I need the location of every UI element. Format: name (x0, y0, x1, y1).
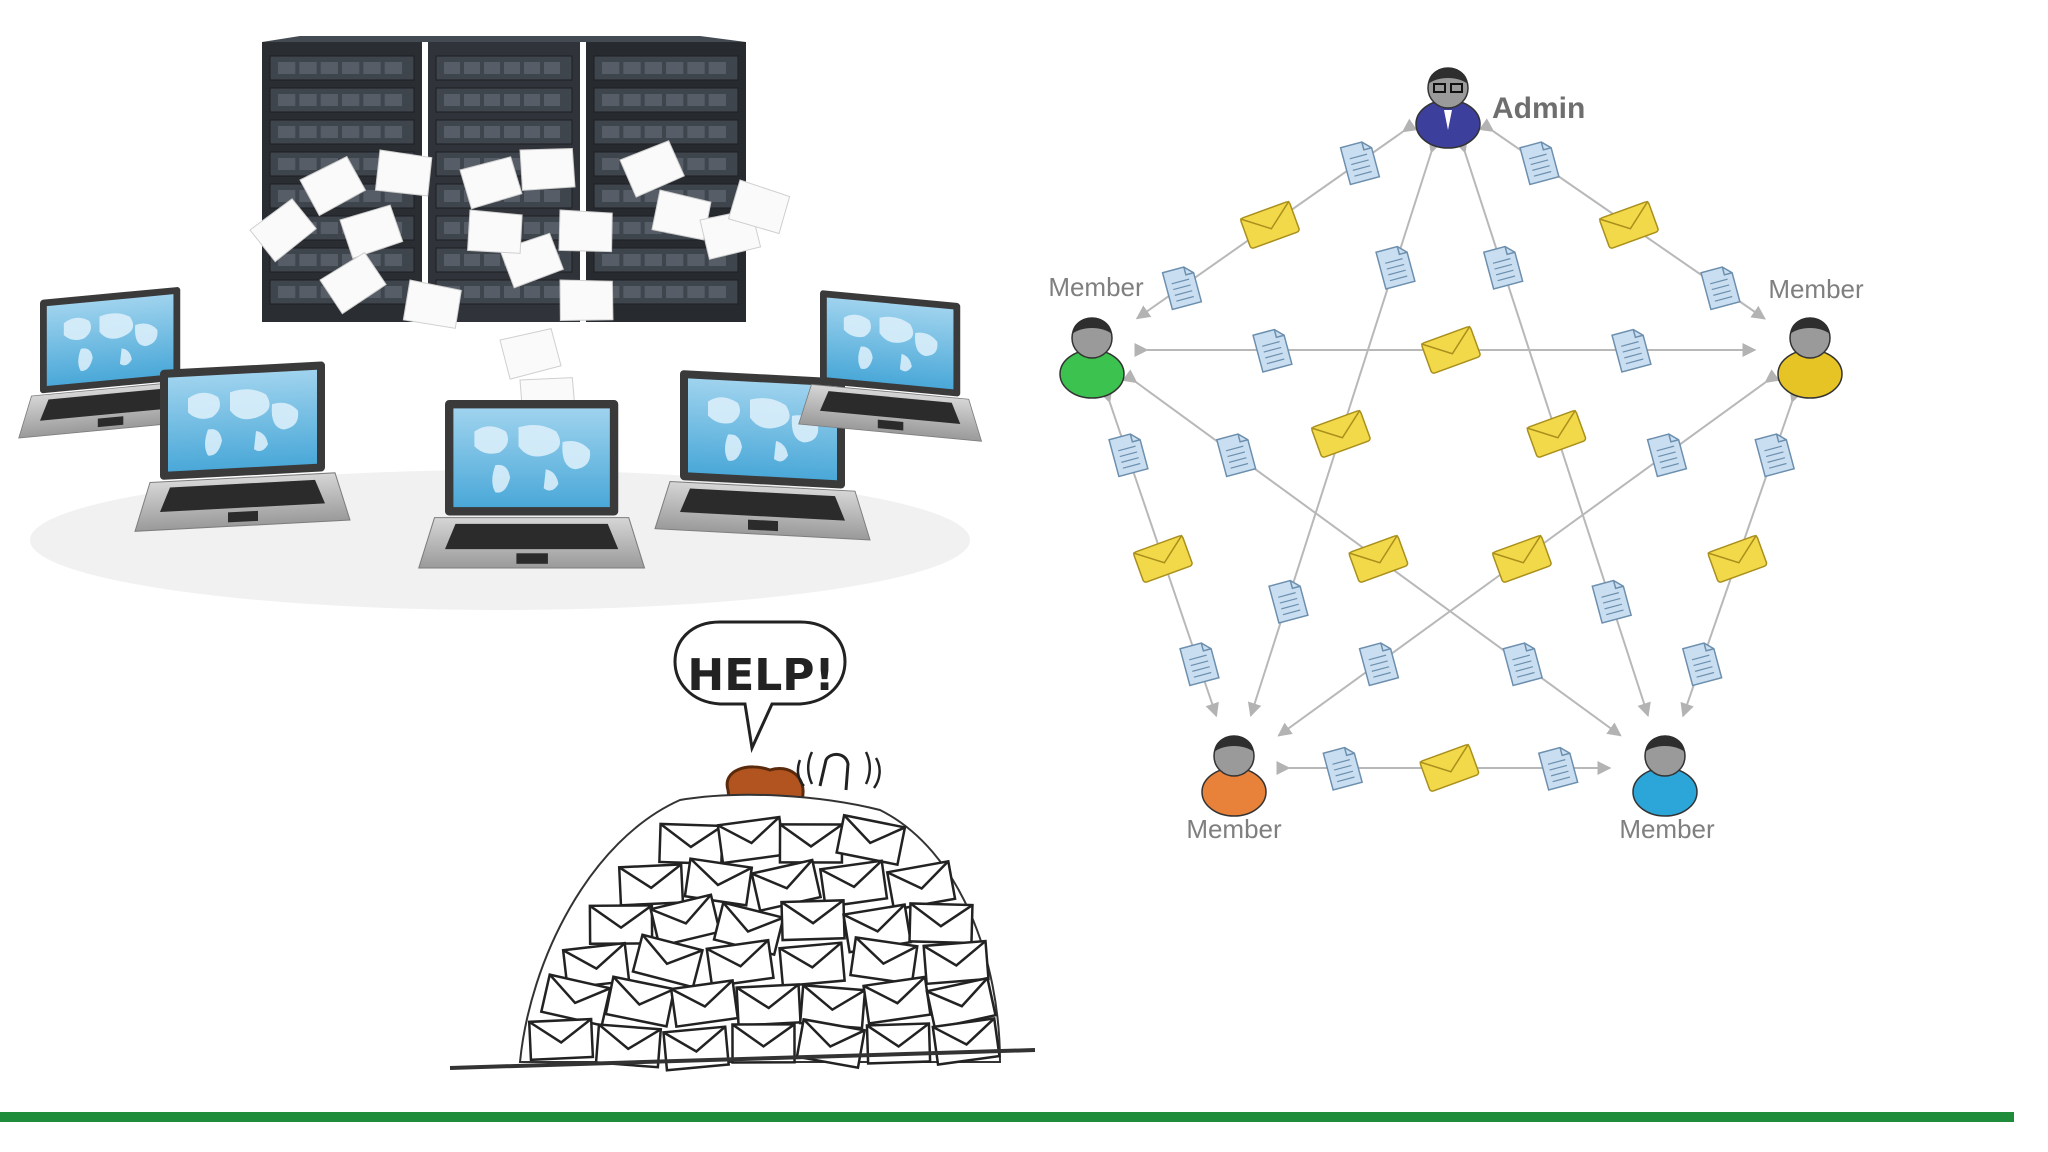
envelope-icon (1419, 743, 1480, 792)
laptop-left-far-icon (18, 287, 203, 439)
member-label: Member (1048, 272, 1144, 302)
laptop-right-near-icon (654, 370, 871, 541)
envelope-icon (716, 815, 786, 865)
document-icon (1591, 579, 1633, 624)
server-network-illustration (18, 36, 983, 610)
envelope-icon (865, 1022, 932, 1065)
document-icon (1161, 266, 1203, 311)
document-icon (1358, 642, 1400, 687)
envelope-icon (631, 933, 705, 989)
envelope-icon (1707, 534, 1768, 583)
ground-line (449, 1048, 1036, 1070)
envelope-icon (683, 857, 754, 907)
envelope-icon (658, 822, 724, 866)
envelope-icon (705, 938, 775, 988)
envelope-icon (862, 975, 932, 1025)
document-icon (1179, 642, 1220, 687)
waving-hand-icon (818, 753, 850, 791)
envelope-icon (617, 863, 685, 907)
document-icon (1252, 328, 1293, 373)
document-icon (1611, 328, 1652, 373)
help-text: HELP! (687, 650, 834, 701)
envelope-icon (835, 813, 907, 867)
document-icon (1339, 141, 1381, 186)
bottom-green-rule (0, 1112, 2014, 1122)
envelope-icon (731, 1023, 796, 1064)
document-icon (1537, 746, 1579, 791)
envelope-icon (908, 902, 974, 945)
member-label: Member (1186, 814, 1282, 844)
member-label: Member (1768, 274, 1864, 304)
envelope-icon (662, 1025, 731, 1072)
document-icon (1519, 141, 1560, 186)
envelope-icon (922, 939, 990, 986)
envelope-icon (649, 893, 722, 948)
envelope-icon (594, 1023, 663, 1069)
member-node-bottom-right-icon (1632, 735, 1698, 817)
envelope-icon (1132, 534, 1193, 583)
document-icon (1502, 642, 1544, 687)
laptop-left-near-icon (134, 361, 351, 532)
admin-node-icon (1415, 67, 1481, 149)
laptop-right-far-icon (798, 290, 983, 442)
member-node-bottom-left-icon (1201, 735, 1267, 817)
document-icon (1215, 433, 1257, 478)
document-icon (1754, 433, 1796, 478)
email-overload-illustration: HELP! (449, 620, 1036, 1072)
envelope-icon (778, 941, 847, 988)
envelope-icon (1239, 200, 1300, 249)
member-node-right-icon (1777, 317, 1843, 399)
laptop-center-icon (418, 400, 646, 569)
envelope-icon (778, 823, 844, 864)
envelope-icon (818, 859, 889, 909)
member-node-left-icon (1059, 317, 1125, 399)
flying-documents (249, 140, 791, 421)
envelope-icon (735, 983, 802, 1027)
envelope-icon (849, 936, 919, 986)
envelope-icon (780, 898, 846, 942)
envelope-icon (1598, 200, 1659, 249)
document-icon (1108, 433, 1149, 478)
envelope-icon (1310, 409, 1371, 458)
document-icon (1482, 245, 1524, 290)
speech-bubble (673, 620, 847, 754)
member-label: Member (1619, 814, 1715, 844)
document-icon (1268, 579, 1309, 624)
document-icon (1646, 433, 1688, 478)
envelope-icon (1420, 325, 1481, 374)
document-icon (1700, 266, 1741, 311)
envelope-icon (669, 979, 740, 1029)
envelope-icon (1491, 534, 1552, 583)
admin-label: Admin (1492, 92, 1585, 125)
envelope-icon (931, 1017, 1001, 1066)
envelope-icon (527, 1017, 595, 1062)
envelope-icon (1526, 409, 1587, 458)
envelope-icon (604, 975, 676, 1028)
envelope-icon (798, 983, 867, 1030)
document-icon (1681, 642, 1723, 687)
document-icon (1375, 245, 1416, 290)
envelope-icon (1348, 534, 1409, 583)
document-icon (1322, 746, 1364, 791)
